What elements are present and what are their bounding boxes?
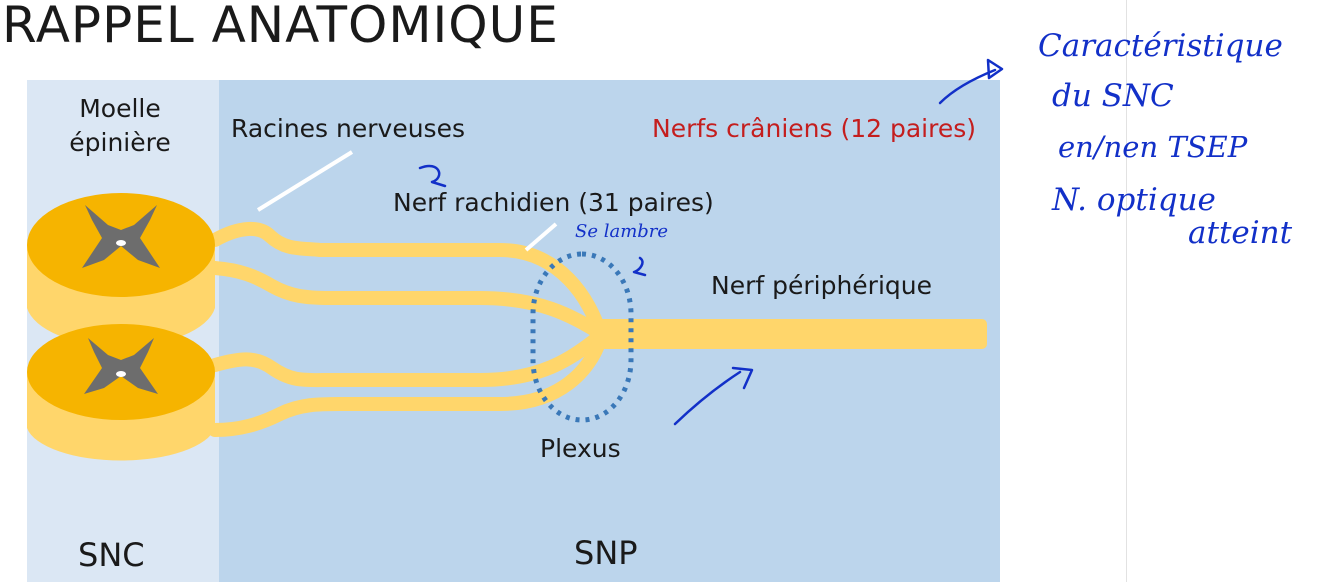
snp-label: SNP: [574, 534, 638, 572]
plexus-outline: [530, 251, 634, 423]
spinal-nerves: [208, 222, 987, 437]
nerfs-craniens-label: Nerfs crâniens (12 paires): [652, 114, 976, 143]
handwritten-strokes: [418, 58, 1004, 426]
spinal-cord-segment-lower: [27, 324, 215, 461]
nerf-peripherique-label: Nerf périphérique: [711, 271, 932, 300]
plexus-label: Plexus: [540, 434, 621, 463]
racines-pointer: [256, 150, 354, 212]
page-divider: [1126, 0, 1127, 582]
handwritten-note-line-1: Caractéristique: [1038, 28, 1283, 64]
handwritten-se-lambre: Se lambre: [575, 221, 669, 242]
arrow-from-plexus: [673, 370, 742, 426]
spinal-cord-segment-upper: [27, 193, 215, 347]
squiggle-under-racines: [418, 164, 447, 188]
moelle-line-2: épinière: [69, 128, 171, 157]
nerf-rachidien-label: Nerf rachidien (31 paires): [393, 188, 714, 217]
rachidien-pointer: [524, 222, 558, 252]
page-title: RAPPEL ANATOMIQUE: [2, 0, 559, 54]
handwritten-note-line-4: N. optique: [1052, 182, 1216, 218]
moelle-line-1: Moelle: [79, 94, 161, 123]
lambre-hook: [632, 256, 647, 277]
handwritten-note-line-3: en/nen TSEP: [1058, 130, 1248, 164]
racines-label: Racines nerveuses: [231, 114, 465, 143]
moelle-label: Moelle épinière: [60, 92, 180, 160]
handwritten-note-line-5: atteint: [1188, 215, 1293, 251]
handwritten-note-line-2: du SNC: [1052, 78, 1174, 114]
snc-label: SNC: [78, 536, 145, 574]
